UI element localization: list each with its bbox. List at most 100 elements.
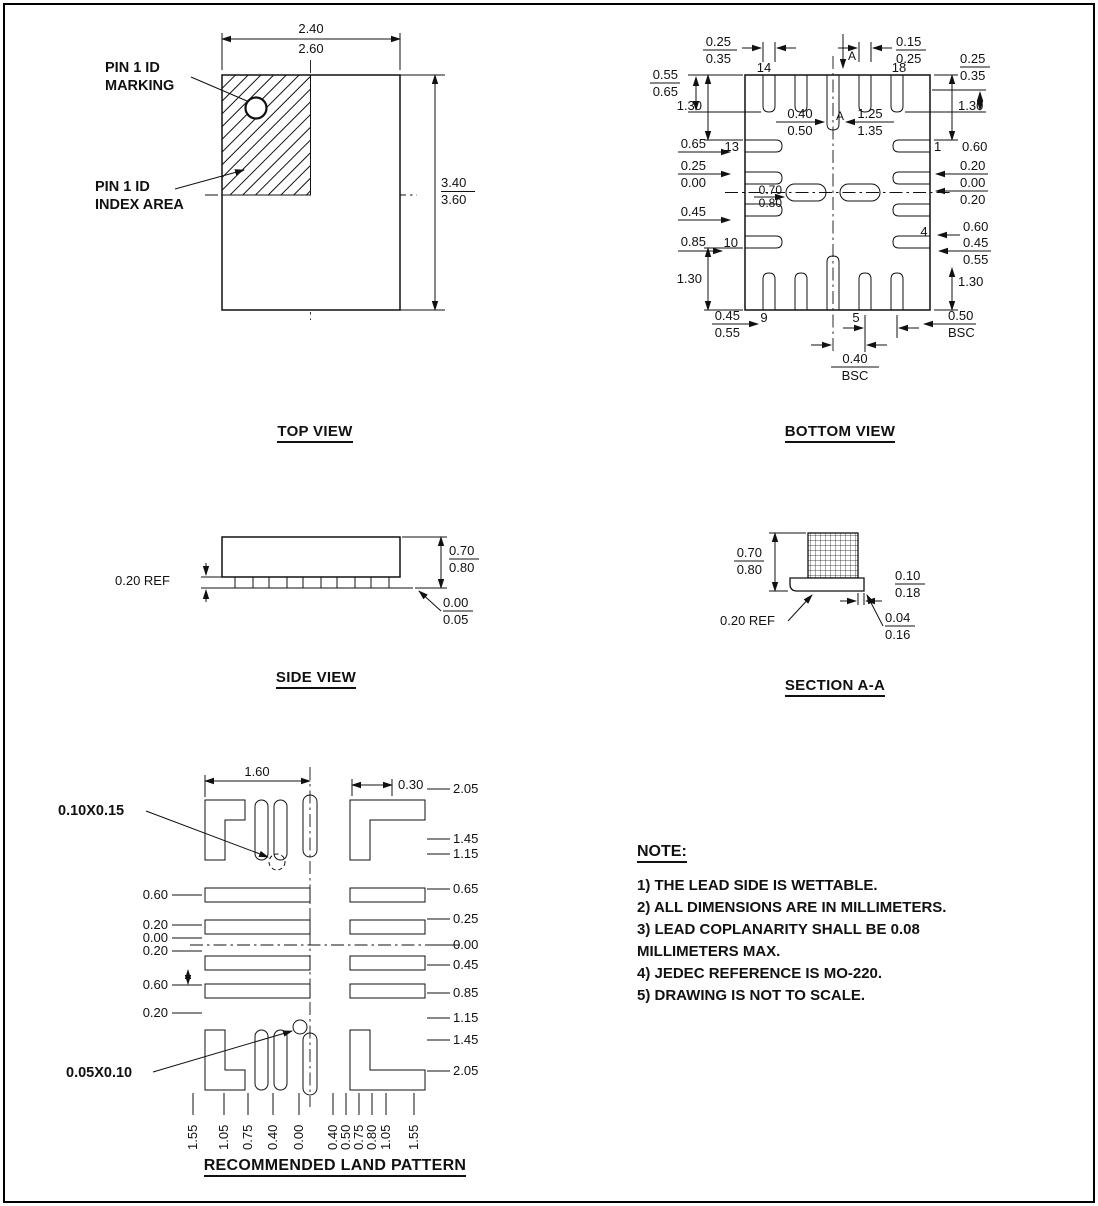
lp-left-label: 0.60 [143,887,168,902]
dim-right-130-bot: 1.30 [958,274,983,289]
pin-1: 1 [934,139,941,154]
dim-slot-w-min: 0.40 [787,106,812,121]
callout-top-label: 0.10X0.15 [58,803,124,819]
dim-lp-right: 0.30 [398,777,423,792]
lp-right-label: 0.00 [453,937,478,952]
right-height-dimension: 3.40 3.60 [400,74,475,311]
lp-right-label: 0.25 [453,911,478,926]
top-view-drawing: 2.40 2.60 3.40 3.60 PIN 1 ID MARKING PIN… [95,21,475,320]
dim-right-000: 0.00 [960,175,985,190]
dim-lead-ref: 0.20 REF [115,573,170,588]
dim-left-000: 0.00 [681,175,706,190]
section-a-markers: A A [836,34,856,123]
side-leads [234,576,390,589]
dim-flank-max: 0.16 [885,627,910,642]
lp-right-label: 1.45 [453,1032,478,1047]
section-lead [789,577,865,592]
lp-bottom-label: 0.75 [351,1125,366,1150]
dim-left-130-bot: 1.30 [677,271,702,286]
land-pattern-top-dims: 1.60 0.30 [204,764,423,797]
note-line-3: 3) LEAD COPLANARITY SHALL BE 0.08 [637,921,920,938]
dim-right-020a: 0.20 [960,158,985,173]
lp-right-label: 1.15 [453,1010,478,1025]
dim-pitch-050-bsc: BSC [948,325,975,340]
pin-10: 10 [724,235,738,250]
land-pattern-pads [204,794,426,1096]
dim-bar-min: 0.70 [759,183,783,197]
dim-slot-w-max: 0.50 [787,123,812,138]
dim-width-max: 2.60 [298,41,323,56]
side-view-drawing: 0.70 0.80 0.00 0.05 0.20 REF [115,536,479,627]
lp-right-label: 0.85 [453,985,478,1000]
corner-detail-circle-bottom [292,1019,308,1035]
pin-18: 18 [892,60,906,75]
section-a-top-label: A [848,49,856,63]
note-line-1: 1) THE LEAD SIDE IS WETTABLE. [637,877,878,894]
lp-right-label: 0.45 [453,957,478,972]
pin-9: 9 [760,310,767,325]
dim-pad-width-min: 0.25 [706,34,731,49]
dim-pitch-040: 0.40 [842,351,867,366]
top-view-title: TOP VIEW [255,423,375,443]
lp-left-label: 0.20 [143,917,168,932]
lp-bottom-label: 0.75 [240,1125,255,1150]
lp-right-label: 1.15 [453,846,478,861]
dim-bar-max: 0.80 [759,196,783,210]
bottom-view-dimensions: 0.25 0.35 0.15 0.25 0.25 0.35 0.55 0.65 [650,34,991,383]
lp-bottom-label: 1.55 [406,1125,421,1150]
dim-standoff-min: 0.00 [443,595,468,610]
lp-bottom-label: 0.80 [364,1125,379,1150]
dim-bot-min: 0.45 [715,308,740,323]
lp-right-label: 1.45 [453,831,478,846]
bottom-view-title: BOTTOM VIEW [770,423,910,443]
dim-standoff-max: 0.05 [443,612,468,627]
top-width-dimension: 2.40 2.60 [221,21,401,70]
lp-bottom-label: 0.00 [291,1125,306,1150]
left-edge-pads [745,139,783,249]
top-edge-pads [762,75,904,131]
dim-width-min: 2.40 [298,21,323,36]
dim-bot-max: 0.55 [715,325,740,340]
lp-left-label: 0.60 [143,977,168,992]
dim-slot-span-max: 1.35 [857,123,882,138]
dim-height-min: 3.40 [441,175,466,190]
dim-left-065: 0.65 [681,136,706,151]
land-pattern-callouts: 0.10X0.15 0.05X0.10 [58,803,308,1081]
land-pattern-right-ladder: 2.05 1.45 1.15 0.65 0.25 0.00 0.45 0.85 … [427,781,478,1078]
dim-left-085: 0.85 [681,234,706,249]
lp-bottom-label: 1.55 [185,1125,200,1150]
dim-left-025: 0.25 [681,158,706,173]
pin1-index-label: PIN 1 ID INDEX AREA [95,169,245,213]
dim-pitch-040-bsc: BSC [842,368,869,383]
center-thermal-pads [785,183,881,202]
note-line-4: 4) JEDEC REFERENCE IS MO-220. [637,965,883,982]
pin1-id-marking-circle [244,96,268,120]
dim-lead-protrusion-min: 0.10 [895,568,920,583]
pin-number-labels: 14 18 13 1 10 4 9 5 [724,60,942,325]
corner-detail-circle-top [268,853,286,871]
dim-slot-span-min: 1.25 [857,106,882,121]
bottom-edge-pads [762,255,904,310]
section-a-mid-label: A [836,109,844,123]
dim-lp-width: 1.60 [244,764,269,779]
land-pattern-drawing: 0.10X0.15 0.05X0.10 1.60 0.30 2.05 1.45 … [58,764,478,1150]
dim-side-height-min: 0.70 [449,543,474,558]
dim-corner-max: 0.35 [960,68,985,83]
pin1-marking-label-line1: PIN 1 ID [105,60,160,76]
lp-left-label: 0.00 [143,930,168,945]
bottom-view-drawing: A A 14 18 13 1 10 4 9 5 0.25 0.35 [650,34,991,383]
dim-left-045: 0.45 [681,204,706,219]
dim-corner-min: 0.25 [960,51,985,66]
dim-sect-ref: 0.20 REF [720,613,775,628]
right-edge-pads [892,139,930,249]
note-heading: NOTE: [637,843,1047,863]
dim-ctr-pad-width-max: 0.25 [896,51,921,66]
package-bottom-body [744,74,931,311]
dim-left-130-top: 1.30 [677,98,702,113]
bottom-view-centerlines [725,56,952,352]
pin-14: 14 [757,60,771,75]
pin-4: 4 [920,224,927,239]
notes-section: NOTE: 1) THE LEAD SIDE IS WETTABLE. 2) A… [637,843,1047,1007]
pin1-marking-label: PIN 1 ID MARKING [105,60,248,102]
dim-lead-protrusion-max: 0.18 [895,585,920,600]
